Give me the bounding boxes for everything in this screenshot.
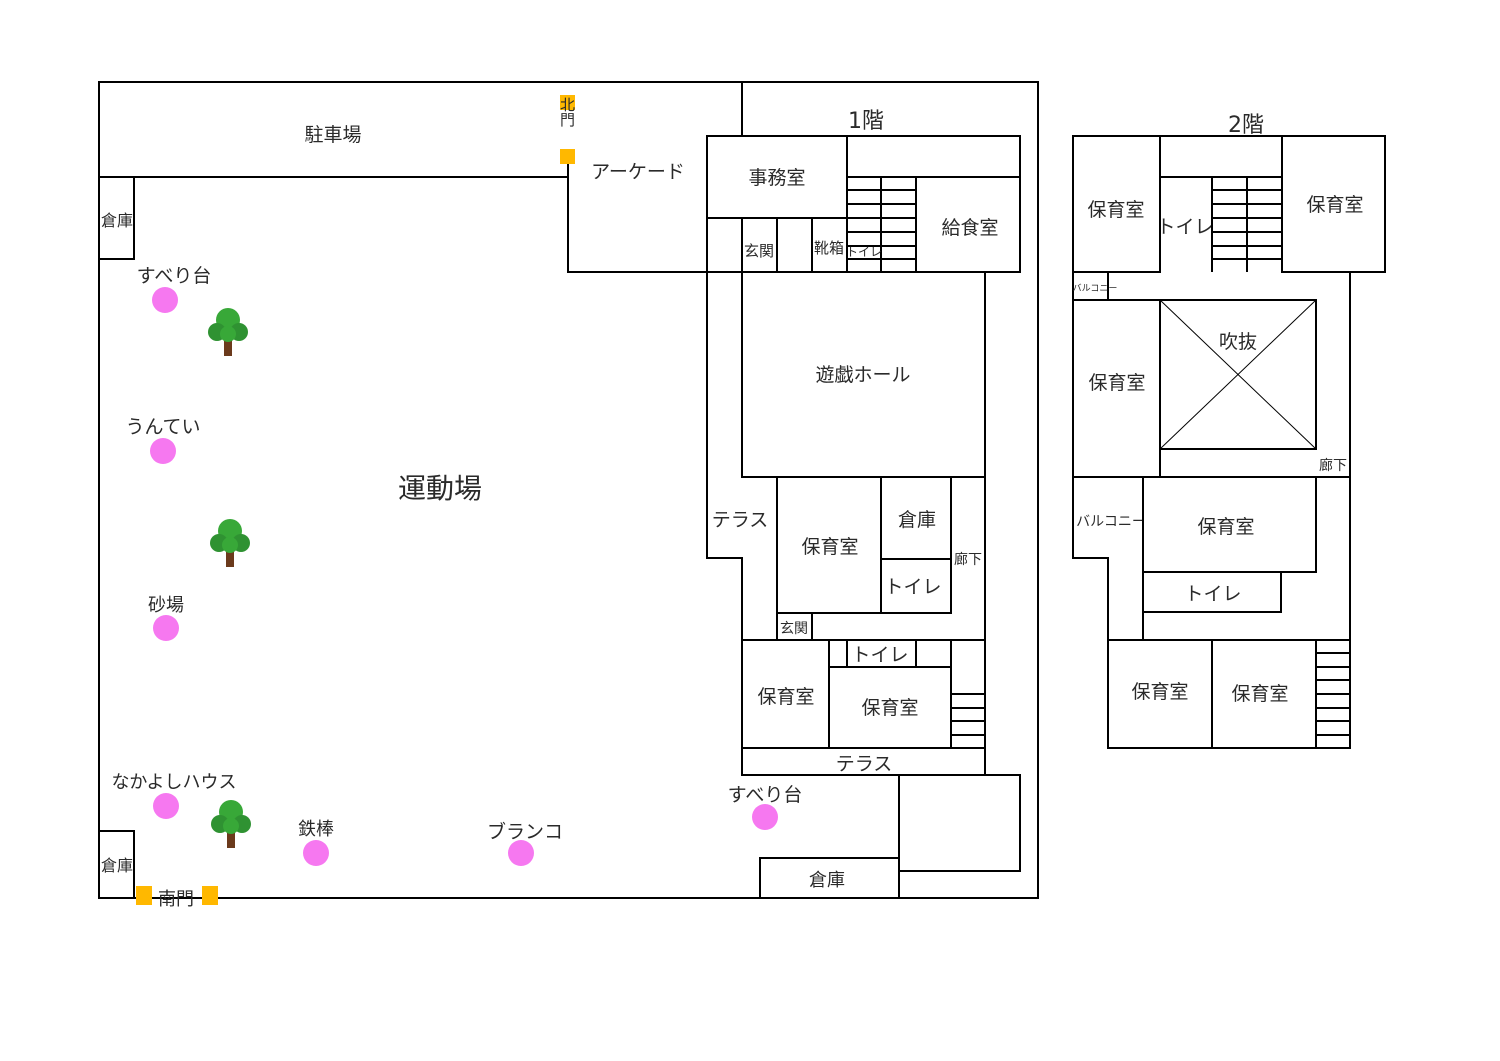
arcade-wall [567, 164, 707, 273]
tree-icon [211, 800, 251, 848]
toilet-bottom-room [846, 639, 917, 668]
tree-icon [210, 519, 250, 567]
sandbox-marker [153, 615, 179, 641]
nursery-2f-center-label: 保育室 [1197, 516, 1254, 538]
entrance-bottom-room [776, 612, 813, 641]
nursery-nw-room [1072, 135, 1161, 273]
arcade-label: アーケード [591, 161, 685, 183]
terrace-west-label: テラス [712, 509, 769, 531]
north-gate-post-top [560, 95, 575, 110]
slide-north-marker [152, 287, 178, 313]
storage-mid-label: 倉庫 [898, 509, 936, 531]
atrium-cross [1159, 299, 1317, 450]
atrium-label: 吹抜 [1219, 331, 1257, 353]
unten-marker [150, 438, 176, 464]
iron-bar-label: 鉄棒 [298, 819, 334, 840]
storage-nw-label: 倉庫 [101, 211, 133, 230]
swing-marker [508, 840, 534, 866]
toilet-2f-bottom-label: トイレ [1184, 583, 1241, 605]
toilet-bottom-label: トイレ [851, 644, 908, 666]
playground-label: 運動場 [398, 472, 482, 505]
toilet-2f-top-label: トイレ [1156, 216, 1213, 238]
corridor-2f-label: 廊下 [1319, 457, 1347, 474]
nursery-2f-sw-room [1107, 639, 1213, 749]
nursery-ne-room [1281, 135, 1386, 273]
nakayoshi-label: なかよしハウス [111, 772, 236, 793]
toilet-2f-bottom-room [1142, 571, 1282, 613]
south-gate-label: 南門 [158, 889, 194, 910]
floor2-title: 2階 [1228, 113, 1264, 138]
storage-sw-label: 倉庫 [101, 856, 133, 875]
north-gate-label: 北門 [558, 97, 576, 128]
nursery-nw-label: 保育室 [1087, 199, 1144, 221]
office-label: 事務室 [748, 167, 805, 189]
entrance-bottom-label: 玄関 [780, 620, 808, 637]
nursery-2f-west-label: 保育室 [1088, 372, 1145, 394]
hall-room [741, 271, 986, 478]
office-room [706, 135, 848, 219]
kitchen-label: 給食室 [941, 217, 998, 239]
se-annex-room [898, 774, 1021, 872]
parking-label: 駐車場 [304, 124, 361, 146]
nursery-2f-sw-label: 保育室 [1131, 681, 1188, 703]
nursery-bottom-left-room [741, 639, 830, 749]
toilet-mid-label: トイレ [884, 576, 941, 598]
entrance-top-label: 玄関 [744, 242, 774, 260]
nursery-bottom-right-label: 保育室 [861, 697, 918, 719]
sandbox-label: 砂場 [148, 595, 184, 616]
storage-sw-room [98, 830, 135, 899]
floor1-title: 1階 [848, 109, 884, 134]
south-gate-post-left [136, 886, 152, 905]
nakayoshi-marker [153, 793, 179, 819]
shoe-box-label: 靴箱 [814, 239, 844, 257]
nursery-bottom-left-label: 保育室 [757, 686, 814, 708]
storage-south-room [759, 857, 900, 899]
south-gate-post-right [202, 886, 218, 905]
storage-south-label: 倉庫 [809, 870, 845, 891]
nursery-2f-west-room [1072, 299, 1161, 478]
tree-icon [208, 308, 248, 356]
north-gate-post-bottom [560, 149, 575, 164]
nursery-2f-se-room [1211, 639, 1317, 749]
storage-nw-room [98, 176, 135, 260]
nursery-2f-se-label: 保育室 [1231, 683, 1288, 705]
nursery-2f-center-room [1142, 476, 1317, 573]
iron-bar-marker [303, 840, 329, 866]
shoe-box-room [811, 217, 848, 273]
terrace-south-label: テラス [836, 753, 893, 775]
slide-north-label: すべり台 [137, 265, 212, 287]
toilet-top-label: トイレ [846, 245, 882, 259]
entrance-top-room [741, 217, 778, 273]
nursery-ne-label: 保育室 [1306, 194, 1363, 216]
storage-mid-room [880, 476, 952, 560]
slide-east-marker [752, 804, 778, 830]
toilet-mid-room [880, 558, 952, 614]
corridor-label: 廊下 [954, 551, 982, 568]
balcony-small-label: バルコニー [1073, 283, 1118, 294]
swing-label: ブランコ [487, 820, 563, 843]
slide-east-label: すべり台 [728, 784, 803, 806]
kitchen-room [915, 176, 1021, 273]
nursery-mid-label: 保育室 [801, 536, 858, 558]
site-boundary [98, 81, 1039, 899]
nursery-mid-room [776, 476, 882, 614]
balcony-label: バルコニー [1076, 514, 1146, 530]
balcony-small-room [1072, 271, 1109, 301]
hall-label: 遊戯ホール [815, 364, 910, 386]
unten-label: うんてい [125, 416, 200, 438]
